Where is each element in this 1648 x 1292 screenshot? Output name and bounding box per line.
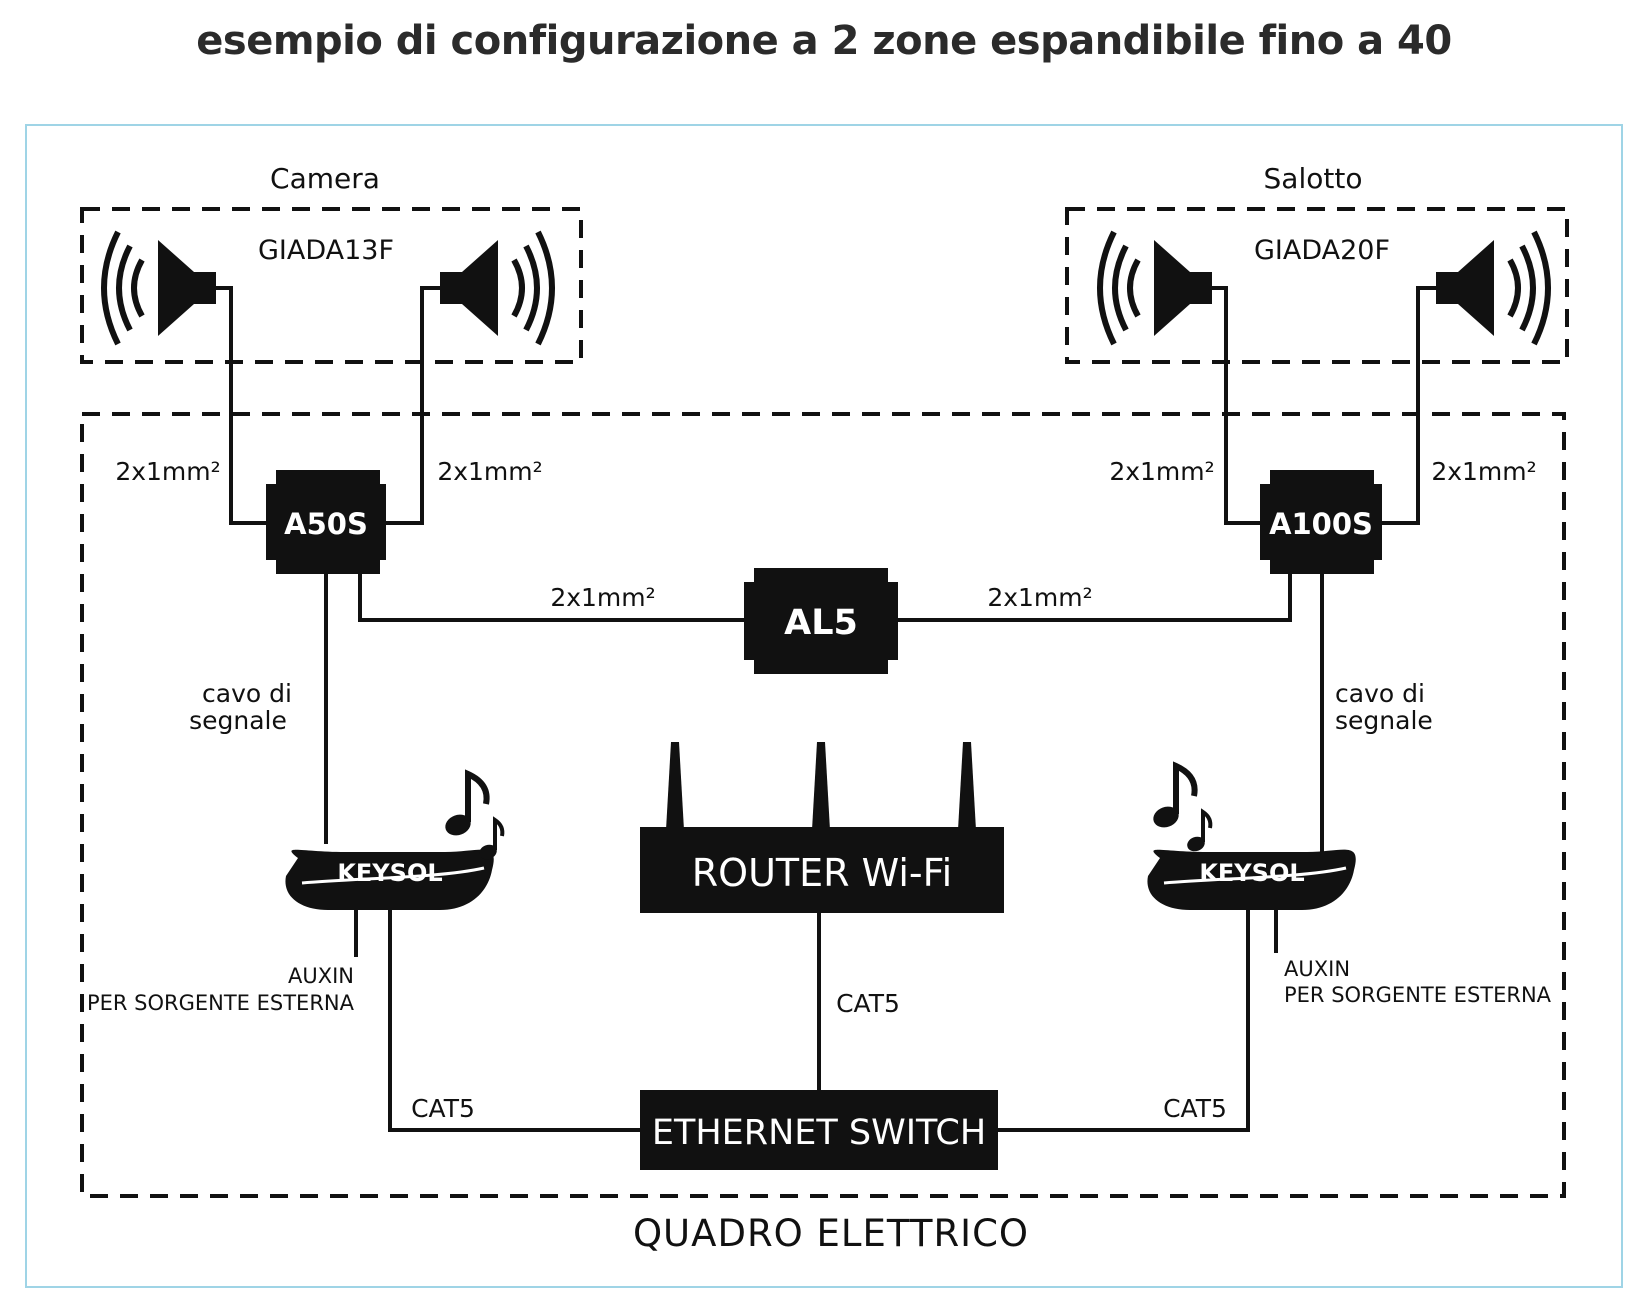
amplifier-a100s-label: A100S [1269, 507, 1373, 541]
keysol-streamer-left: KEYSOL [285, 849, 494, 910]
signal-cable-label: cavo di [1335, 679, 1425, 708]
amplifier-a50s: A50S [266, 470, 386, 574]
auxin-label: PER SORGENTE ESTERNA [1284, 983, 1552, 1007]
zone-left-room-label: Camera [270, 162, 380, 195]
speaker-icon [1436, 232, 1548, 344]
keysol-right-label: KEYSOL [1199, 859, 1304, 887]
ethernet-switch: ETHERNET SWITCH [640, 1090, 998, 1170]
switch-label: ETHERNET SWITCH [652, 1113, 986, 1153]
cat5-label: CAT5 [411, 1094, 475, 1123]
music-note-icon [442, 774, 502, 862]
amplifier-a100s: A100S [1260, 470, 1382, 574]
signal-cable-label: cavo di [202, 679, 292, 708]
wire-label: 2x1mm² [115, 457, 220, 486]
power-supply-al5: AL5 [744, 568, 898, 674]
zone-left-speaker-model: GIADA13F [258, 235, 394, 266]
speaker-icon [1100, 232, 1212, 344]
wire-label: 2x1mm² [1431, 457, 1536, 486]
cat5-label: CAT5 [836, 989, 900, 1018]
router-wifi: ROUTER Wi-Fi [640, 742, 1004, 913]
music-note-icon [1150, 766, 1210, 854]
auxin-label: AUXIN [1284, 957, 1350, 981]
router-label: ROUTER Wi-Fi [692, 851, 953, 895]
zone-right-room-label: Salotto [1264, 162, 1363, 195]
zone-camera-box [80, 207, 583, 364]
signal-cable-label: segnale [189, 706, 287, 735]
speaker-icon [440, 232, 552, 344]
cat5-label: CAT5 [1163, 1094, 1227, 1123]
diagram-title: esempio di configurazione a 2 zone espan… [196, 18, 1452, 64]
electrical-panel-box [80, 412, 1566, 1198]
auxin-label: PER SORGENTE ESTERNA [87, 991, 355, 1015]
panel-label: QUADRO ELETTRICO [633, 1212, 1029, 1255]
auxin-label: AUXIN [288, 964, 354, 988]
keysol-streamer-right: KEYSOL [1147, 849, 1356, 910]
signal-cable-label: segnale [1335, 706, 1433, 735]
wire-label: 2x1mm² [987, 583, 1092, 612]
wire-label: 2x1mm² [437, 457, 542, 486]
power-supply-label: AL5 [784, 603, 858, 643]
outer-frame [25, 124, 1623, 1288]
amplifier-a50s-label: A50S [284, 507, 368, 541]
zone-right-speaker-model: GIADA20F [1254, 235, 1390, 266]
keysol-left-label: KEYSOL [337, 859, 442, 887]
zone-salotto-box [1065, 207, 1569, 364]
wire-label: 2x1mm² [1109, 457, 1214, 486]
speaker-icon [104, 232, 216, 344]
wire-label: 2x1mm² [550, 583, 655, 612]
